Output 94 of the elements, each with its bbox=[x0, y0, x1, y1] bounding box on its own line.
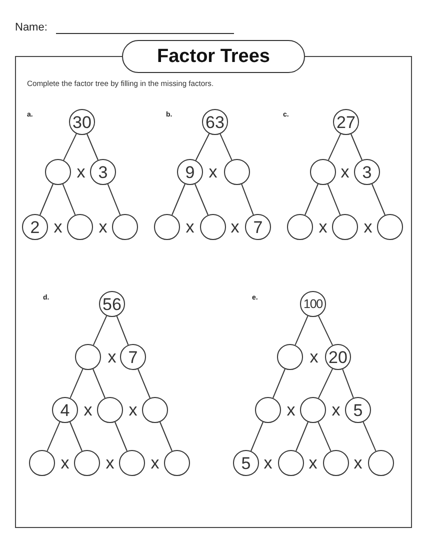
answer-circle bbox=[255, 397, 281, 423]
branch-line bbox=[138, 368, 150, 398]
branch-line bbox=[92, 315, 108, 346]
answer-circle bbox=[332, 214, 358, 240]
answer-circle bbox=[287, 214, 313, 240]
branch-line bbox=[92, 368, 106, 398]
factor-circle: 7 bbox=[245, 214, 271, 240]
multiplication-sign: x bbox=[60, 454, 70, 472]
multiplication-sign: x bbox=[108, 348, 116, 366]
multiplication-sign: x bbox=[208, 164, 218, 180]
multiplication-sign: x bbox=[128, 402, 138, 418]
factor-circle: 7 bbox=[120, 344, 146, 370]
branch-line bbox=[86, 134, 98, 160]
answer-circle bbox=[67, 214, 93, 240]
branch-line bbox=[342, 368, 354, 398]
branch-line bbox=[318, 315, 333, 346]
branch-line bbox=[172, 184, 186, 216]
branch-line bbox=[194, 184, 208, 216]
factor-circle: 2 bbox=[22, 214, 48, 240]
factor-circle: 9 bbox=[177, 159, 203, 185]
answer-circle bbox=[154, 214, 180, 240]
multiplication-sign: x bbox=[150, 454, 160, 472]
multiplication-sign: x bbox=[230, 218, 240, 236]
multiplication-sign: x bbox=[186, 218, 194, 236]
factor-circle: 5 bbox=[345, 397, 371, 423]
branch-line bbox=[40, 184, 54, 216]
answer-circle bbox=[97, 397, 123, 423]
branch-line bbox=[160, 422, 172, 452]
answer-circle bbox=[377, 214, 403, 240]
factor-circle: 4 bbox=[52, 397, 78, 423]
branch-line bbox=[63, 133, 77, 161]
branch-line bbox=[116, 316, 129, 346]
multiplication-sign: x bbox=[106, 454, 114, 472]
answer-circle bbox=[29, 450, 55, 476]
multiplication-sign: x bbox=[84, 402, 92, 418]
factor-circle: 56 bbox=[99, 291, 125, 317]
multiplication-sign: x bbox=[364, 218, 372, 236]
answer-circle bbox=[368, 450, 394, 476]
branch-line bbox=[318, 421, 332, 452]
answer-circle bbox=[164, 450, 190, 476]
branch-line bbox=[296, 422, 308, 452]
multiplication-sign: x bbox=[54, 218, 62, 236]
branch-line bbox=[195, 133, 210, 161]
multiplication-sign: x bbox=[98, 218, 108, 236]
answer-circle bbox=[45, 159, 71, 185]
answer-circle bbox=[323, 450, 349, 476]
factor-circle: 3 bbox=[354, 159, 380, 185]
name-label: Name: bbox=[15, 22, 48, 34]
multiplication-sign: x bbox=[76, 164, 86, 180]
branch-line bbox=[250, 422, 264, 452]
branch-line bbox=[220, 133, 232, 161]
branch-line bbox=[328, 133, 342, 161]
branch-line bbox=[241, 184, 254, 216]
factor-circle: 100 bbox=[300, 291, 326, 317]
branch-line bbox=[294, 315, 308, 346]
answer-circle bbox=[277, 344, 303, 370]
answer-circle bbox=[74, 450, 100, 476]
answer-circle bbox=[119, 450, 145, 476]
branch-line bbox=[327, 184, 341, 216]
multiplication-sign: x bbox=[332, 402, 340, 418]
answer-circle bbox=[75, 344, 101, 370]
branch-line bbox=[372, 184, 386, 216]
answer-circle bbox=[224, 159, 250, 185]
branch-line bbox=[304, 184, 318, 216]
multiplication-sign: x bbox=[310, 348, 318, 366]
factor-circle: 3 bbox=[90, 159, 116, 185]
multiplication-sign: x bbox=[264, 454, 272, 472]
answer-circle bbox=[200, 214, 226, 240]
answer-circle bbox=[310, 159, 336, 185]
answer-circle bbox=[112, 214, 138, 240]
multiplication-sign: x bbox=[318, 218, 328, 236]
multiplication-sign: x bbox=[354, 454, 362, 472]
worksheet-title: Factor Trees bbox=[157, 47, 270, 66]
factor-circle: 30 bbox=[69, 109, 95, 135]
multiplication-sign: x bbox=[286, 402, 296, 418]
answer-circle bbox=[300, 397, 326, 423]
branch-line bbox=[272, 368, 286, 398]
factor-circle: 27 bbox=[333, 109, 359, 135]
branch-line bbox=[107, 184, 121, 216]
multiplication-sign: x bbox=[340, 164, 350, 180]
branch-line bbox=[70, 368, 84, 399]
branch-line bbox=[70, 422, 82, 452]
branch-line bbox=[350, 134, 362, 160]
branch-line bbox=[114, 422, 128, 452]
multiplication-sign: x bbox=[308, 454, 318, 472]
factor-circle: 5 bbox=[233, 450, 259, 476]
branch-line bbox=[62, 184, 76, 216]
branch-line bbox=[362, 421, 376, 452]
answer-circle bbox=[278, 450, 304, 476]
branch-line bbox=[46, 421, 60, 452]
factor-circle: 20 bbox=[325, 344, 351, 370]
factor-circle: 63 bbox=[202, 109, 228, 135]
branch-line bbox=[318, 368, 333, 399]
answer-circle bbox=[142, 397, 168, 423]
